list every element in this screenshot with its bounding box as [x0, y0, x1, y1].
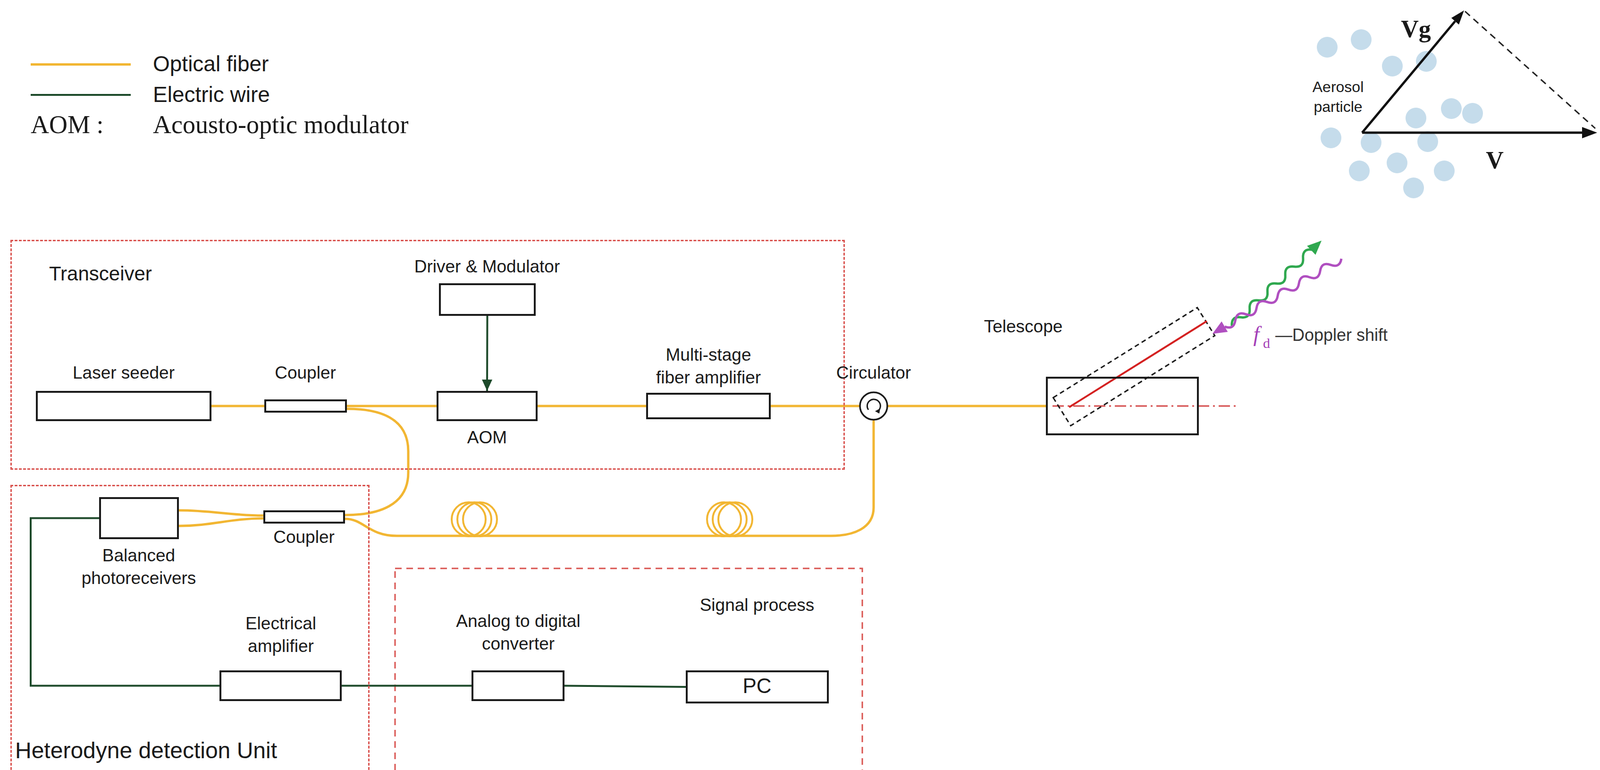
fiber-coil	[451, 502, 753, 537]
particle	[1350, 29, 1372, 51]
circulator-arrow	[867, 399, 881, 411]
particle	[1320, 127, 1342, 149]
legend-line	[30, 63, 131, 66]
optical-fiber	[888, 404, 1046, 408]
component-label: Circulator	[836, 361, 911, 385]
component-line	[1465, 11, 1596, 129]
component-label: Electrical amplifier	[219, 612, 343, 658]
adc-box: Analog to digital converter	[471, 670, 565, 701]
heterodyne-region: Heterodyne detection Unit Balanced photor…	[10, 484, 370, 770]
telescope-tube	[1052, 306, 1216, 426]
vector-head	[1451, 10, 1465, 25]
legend-line	[30, 93, 131, 96]
velocity-vector	[1362, 131, 1584, 135]
fiber-amplifier-box: Multi-stage fiber amplifier	[646, 392, 771, 420]
wave-head	[1209, 321, 1228, 340]
circulator-ring	[859, 392, 888, 420]
coil-loop	[718, 502, 753, 537]
component-label: Analog to digital converter	[442, 609, 594, 656]
subscript-label: d	[1263, 333, 1271, 353]
photoreceiver-box: Balanced photoreceivers	[99, 496, 179, 539]
electric-wire	[30, 518, 220, 686]
box-text: PC	[742, 672, 772, 699]
particle	[1405, 107, 1427, 129]
component-label: Coupler	[274, 361, 337, 385]
tilted-tube	[1052, 307, 1215, 426]
optical-axis	[1052, 405, 1239, 407]
emitted-wave	[1227, 235, 1326, 330]
component-label: Balanced photoreceivers	[75, 544, 203, 590]
component-label: Laser seeder	[72, 361, 175, 385]
optical-fiber	[346, 404, 437, 408]
particle-label: Aerosol particle	[1305, 77, 1372, 117]
electric-wire	[341, 684, 472, 687]
legend-text: Optical fiber	[152, 50, 269, 79]
pc-box: Signal processPC	[685, 670, 829, 704]
circulator-arrowhead	[875, 408, 881, 414]
abbreviation-meaning: Acousto-optic modulator	[152, 108, 409, 142]
signal-region-outline	[395, 568, 863, 770]
particle	[1381, 55, 1403, 77]
coupler-box: Coupler	[263, 510, 346, 524]
component-label: Driver & Modulator	[414, 255, 560, 278]
particle	[1440, 98, 1462, 119]
laser-seeder-box: Laser seeder	[35, 390, 212, 422]
electric-wire	[564, 685, 686, 688]
particle	[1403, 177, 1424, 199]
circulator-symbol: Circulator	[858, 390, 889, 422]
particle	[1386, 152, 1408, 174]
aom-box: AOM	[436, 390, 538, 422]
legend-text: Electric wire	[152, 80, 270, 110]
particle	[1417, 131, 1439, 152]
abbreviation: AOM :	[30, 108, 104, 142]
telescope-body: Telescope	[1045, 376, 1199, 436]
component-label: Signal process	[699, 593, 815, 617]
laser-beam	[1069, 320, 1207, 407]
optical-fiber	[345, 408, 409, 515]
optical-fiber	[345, 421, 874, 536]
optical-fiber	[770, 404, 859, 408]
region-heading: Heterodyne detection Unit	[15, 735, 278, 766]
component-label: Telescope	[984, 315, 1063, 338]
optical-fiber	[178, 510, 264, 516]
vector-label: V	[1485, 144, 1504, 177]
symbol-description: —Doppler shift	[1275, 324, 1388, 347]
coil-loop	[463, 502, 497, 537]
optical-fiber	[178, 518, 264, 526]
circulator-outline	[858, 390, 889, 422]
component-label: AOM	[467, 426, 507, 449]
particle	[1360, 132, 1382, 153]
symbol-label: f	[1253, 320, 1260, 349]
vector-label: Vg	[1400, 13, 1432, 46]
particle	[1433, 160, 1455, 182]
particle	[1462, 102, 1483, 124]
wave-line	[1222, 255, 1344, 330]
region-heading: Transceiver	[49, 261, 152, 287]
transceiver-region: TransceiverLaser seederCouplerDriver & M…	[10, 239, 845, 470]
component-label: Coupler	[273, 525, 335, 549]
wave-head	[1306, 235, 1326, 255]
driver-modulator-box: Driver & Modulator	[438, 283, 536, 316]
particle	[1348, 160, 1370, 182]
electrical-amplifier-box: Electrical amplifier	[219, 670, 342, 701]
component-label: Multi-stage fiber amplifier	[650, 343, 767, 389]
optical-fiber	[211, 404, 265, 408]
arrowhead	[481, 379, 493, 391]
optical-fiber	[537, 404, 647, 408]
wave-line	[1229, 246, 1315, 329]
particle	[1316, 36, 1338, 58]
coupler-box: Coupler	[264, 399, 347, 413]
